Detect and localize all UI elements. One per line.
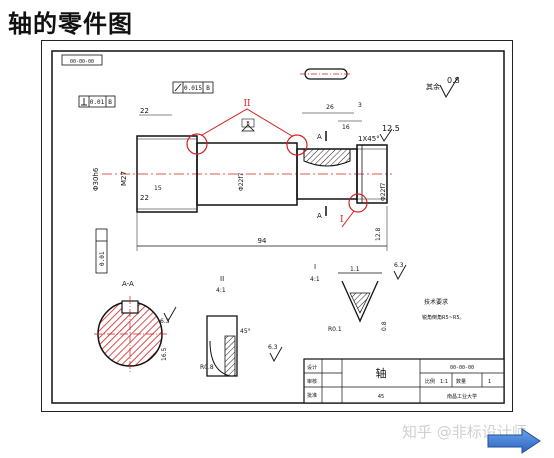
callout-ii-label: II [243,99,251,109]
title-count-label: 数量 [456,378,466,385]
detail-ii-section [224,335,236,377]
tech-notes-line-1: 锐角倒角R5~R5。 [422,314,465,321]
drawing-canvas: 00-00-00 其余 0.8 II I [51,50,505,404]
detail-ii-angle: 45° [240,328,251,335]
detail-i-circle [348,193,368,213]
dim-22-top: 22 [140,107,149,115]
detail-i-r01: R0.1 [328,326,342,333]
detail-i-dim-6-3: 6.3 [394,262,404,269]
roughness-rest-value: 0.8 [447,76,460,85]
title-block: 设计 审核 批准 轴 00-00-00 比例 1:1 数量 1 45 南昌工业大… [303,358,505,404]
svg-text:0.015: 0.015 [184,85,202,92]
detail-ii-scale: 4:1 [216,287,226,294]
detail-i-dim-1-1: 1.1 [350,266,360,273]
perpendicular-tolerance-frame: 0.01 B [78,95,116,108]
title-scale-label: 比例 [425,378,435,385]
dim-22-bottom: 22 [140,194,149,202]
dim-26: 26 [326,104,334,111]
section-dim-16-5: 16.5 [161,347,168,361]
detail-ii-label: II [220,275,224,283]
dim-m27: M27 [120,171,128,186]
parallel-tolerance-frame: 0.01 [95,228,108,274]
arrow-right-icon [487,428,541,454]
detail-ii-circle-left [186,133,208,155]
title-count-value: 1 [488,379,491,385]
engineering-drawing-sheet: 00-00-00 其余 0.8 II I [41,40,513,412]
detail-ii-circle-right [286,134,308,156]
dim-12-8: 12.8 [375,227,382,241]
shaft-end-journal [356,144,388,204]
runout-tolerance-frame: 0.015 B [172,81,214,94]
datum-label-b: B [246,121,249,127]
section-aa-label: A-A [122,280,134,288]
section-dim-6-3: 6.3 [160,318,170,325]
title-material: 45 [378,394,384,400]
svg-text:B: B [108,99,112,106]
slide-title: 轴的零件图 [8,10,133,38]
dim-15: 15 [154,185,162,192]
title-checker: 审核 [307,378,317,385]
detail-i-label: I [314,263,316,271]
chamfer-note: 1X45° [358,135,380,143]
svg-text:0.01: 0.01 [99,251,106,266]
title-designer: 设计 [307,364,317,371]
section-mark-bottom: A [317,212,322,220]
section-mark-top: A [317,133,322,141]
dim-dia-22f7: Φ22f7 [238,173,245,191]
title-part-name: 轴 [376,366,387,380]
detail-i-scale: 4:1 [310,276,320,283]
roughness-rest-label: 其余 [426,82,440,91]
svg-text:B: B [206,85,210,92]
dim-dia-right: Φ22f7 [380,183,387,201]
title-school: 南昌工业大学 [447,393,477,400]
dim-16: 16 [342,124,350,131]
roughness-12-5: 12.5 [382,124,400,133]
detail-ii-dim-6-3: 6.3 [268,344,278,351]
title-drawing-no: 00-00-00 [450,365,474,371]
tech-notes-heading: 技术要求 [424,298,448,306]
roughness-rest-symbol [439,76,459,99]
svg-text:0.01: 0.01 [90,99,105,106]
next-slide-button[interactable] [486,428,542,454]
detail-i-dim-0-8: 0.8 [381,321,388,331]
drawing-number: 00-00-00 [70,59,94,65]
detail-i-groove [341,280,379,323]
callout-i-label: I [340,215,344,225]
dim-overall-length: 94 [258,237,267,245]
drawing-number-box [61,54,103,66]
dim-3: 3 [358,102,362,109]
inner-frame [51,50,505,404]
dim-dia-30h6: Φ30h6 [92,167,100,191]
detail-ii-r08: R0.8 [200,364,214,371]
title-scale-value: 1:1 [440,379,448,385]
title-approver: 批准 [307,392,317,399]
